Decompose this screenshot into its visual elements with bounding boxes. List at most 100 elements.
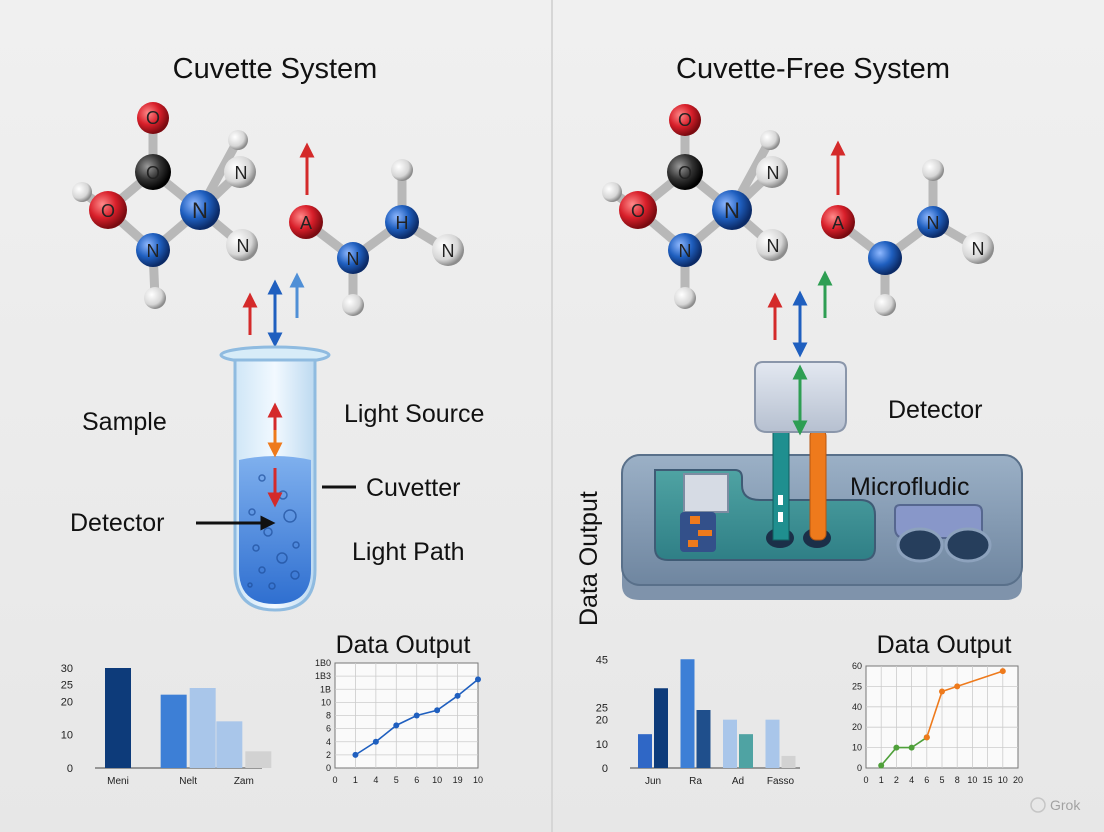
- data-point: [352, 751, 359, 758]
- left-title: Cuvette System: [173, 53, 378, 85]
- atom-label: O: [146, 108, 160, 128]
- data-point: [878, 762, 885, 769]
- x-tick-label: 10: [967, 775, 977, 785]
- bar: [216, 721, 243, 768]
- x-tick-label: Fasso: [767, 776, 795, 787]
- x-tick-label: 10: [998, 775, 1008, 785]
- bar: [654, 688, 668, 768]
- bar: [739, 734, 753, 768]
- data-point: [434, 707, 441, 714]
- y-tick-label: 1B0: [315, 658, 331, 668]
- x-tick-label: Nelt: [179, 776, 197, 787]
- data-point: [393, 722, 400, 729]
- data-point: [413, 712, 420, 719]
- x-tick-label: 5: [394, 775, 399, 785]
- y-tick-label: 20: [852, 722, 862, 732]
- atom-label: H: [396, 213, 409, 233]
- data-point: [475, 676, 481, 683]
- bar: [696, 710, 711, 768]
- series-line: [880, 736, 928, 766]
- data-point: [999, 668, 1006, 675]
- atom-label: A: [832, 213, 844, 233]
- bar: [638, 734, 652, 768]
- bar: [245, 751, 272, 768]
- x-tick-label: 19: [453, 775, 463, 785]
- y-tick-label: 2: [326, 750, 331, 760]
- detector-block: [754, 361, 847, 541]
- atom-label: N: [442, 241, 455, 261]
- data-point: [372, 738, 379, 745]
- bar: [680, 659, 695, 768]
- atom-label: N: [724, 198, 740, 223]
- x-tick-label: 5: [939, 775, 944, 785]
- atom-label: O: [678, 110, 692, 130]
- atom-label: O: [631, 201, 645, 221]
- bar: [765, 719, 780, 768]
- x-tick-label: 6: [924, 775, 929, 785]
- y-tick-label: 25: [852, 681, 862, 691]
- atom-label: O: [146, 163, 160, 183]
- atom-label: N: [767, 236, 780, 256]
- x-tick-label: 0: [863, 775, 868, 785]
- bar: [105, 668, 131, 768]
- atom-label: N: [237, 236, 250, 256]
- atom-label: N: [147, 241, 160, 261]
- atom-label: N: [972, 239, 985, 259]
- chart-title: Data Output: [336, 631, 471, 659]
- left-molecule-b: A H N N: [289, 142, 464, 316]
- label-microfluidic: Microfludic: [850, 473, 969, 501]
- y-tick-label: 25: [596, 703, 608, 715]
- data-point: [908, 744, 915, 751]
- y-tick-label: 4: [326, 737, 331, 747]
- bar: [160, 694, 187, 768]
- y-tick-label: 10: [321, 697, 331, 707]
- y-tick-label: 20: [596, 715, 608, 727]
- atom-label: O: [101, 201, 115, 221]
- atom-label: N: [235, 163, 248, 183]
- atom-label: N: [347, 249, 360, 269]
- cuvette-tube: [219, 345, 331, 612]
- y-tick-label: 0: [67, 763, 73, 775]
- x-tick-label: 1: [353, 775, 358, 785]
- data-point: [939, 688, 945, 695]
- chart-title: Data Output: [877, 631, 1012, 659]
- data-point: [954, 683, 961, 690]
- watermark: Grok: [1030, 797, 1081, 813]
- right-light-arrows: [767, 270, 833, 358]
- y-tick-label: 10: [596, 739, 608, 751]
- x-tick-label: 1: [879, 775, 884, 785]
- y-tick-label: 30: [61, 663, 73, 675]
- label-cuvetter: Cuvetter: [366, 474, 460, 502]
- left-light-arrows: [242, 272, 305, 348]
- x-tick-label: Ad: [732, 776, 744, 787]
- x-tick-label: 4: [373, 775, 378, 785]
- label-sample: Sample: [82, 408, 167, 436]
- bar: [723, 719, 737, 768]
- y-tick-label: 45: [596, 654, 608, 666]
- x-tick-label: 0: [332, 775, 337, 785]
- data-point: [454, 692, 461, 699]
- y-tick-label: 1B3: [315, 671, 331, 681]
- atom-label: N: [679, 241, 692, 261]
- x-tick-label: 10: [432, 775, 442, 785]
- x-tick-label: 20: [1013, 775, 1023, 785]
- y-tick-label: 10: [852, 743, 862, 753]
- y-tick-label: 60: [852, 661, 862, 671]
- x-tick-label: Zam: [234, 776, 254, 787]
- y-tick-label: 20: [61, 696, 73, 708]
- atom-label: N: [767, 163, 780, 183]
- label-data-output-vertical: Data Output: [575, 491, 603, 626]
- atom-label: A: [300, 213, 312, 233]
- right-molecule-a: O O O N N N N: [602, 104, 788, 309]
- right-title: Cuvette-Free System: [676, 53, 950, 85]
- atom-label: N: [927, 213, 940, 233]
- x-tick-label: 2: [894, 775, 899, 785]
- x-tick-label: 15: [983, 775, 993, 785]
- y-tick-label: 25: [61, 680, 73, 692]
- x-tick-label: 10: [473, 775, 483, 785]
